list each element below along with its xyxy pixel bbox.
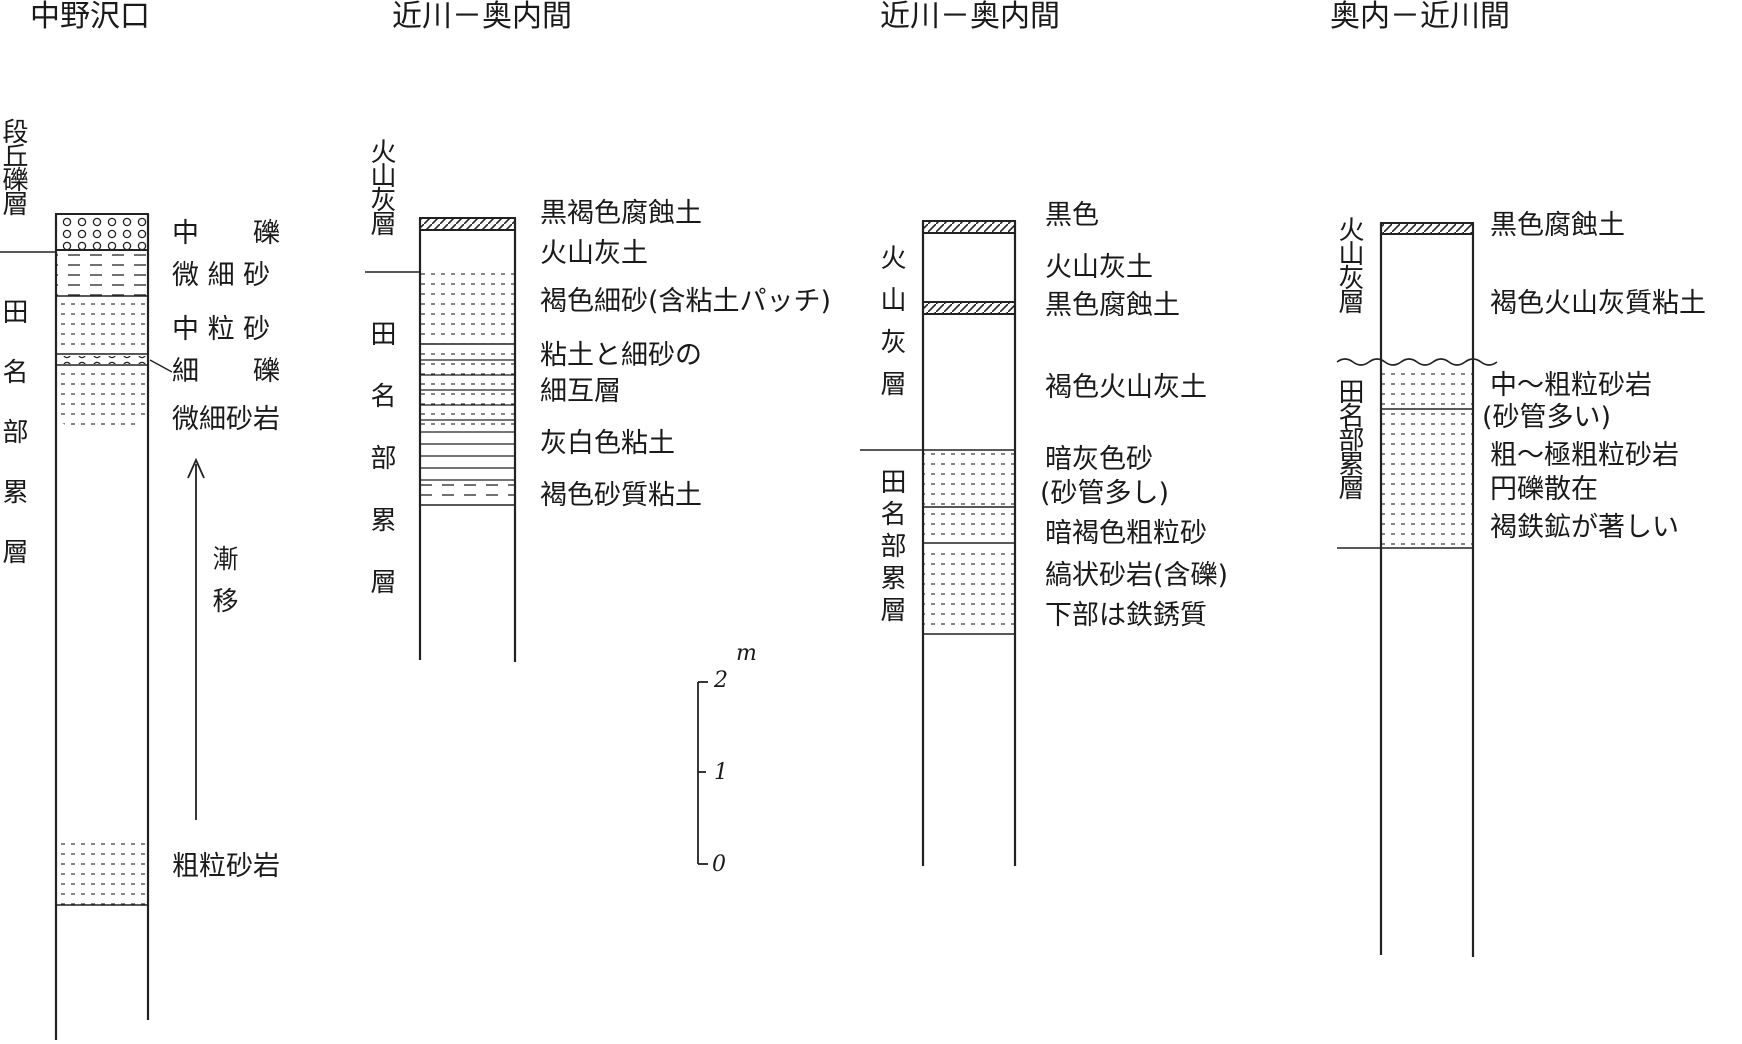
column-3-description: 暗灰色砂 bbox=[1045, 444, 1153, 475]
column-2-unit-upper: 火山灰層 bbox=[366, 138, 396, 234]
column-3-description: 縞状砂岩(含礫) bbox=[1045, 560, 1229, 591]
column-4-description: 中～粗粒砂岩 bbox=[1490, 370, 1652, 401]
column-3-unit-lower: 田名部累層 bbox=[876, 468, 906, 628]
column-2-description: 灰白色粘土 bbox=[540, 428, 675, 459]
column-4-unit-upper: 火山灰層 bbox=[1334, 216, 1364, 312]
scale-tick-label: 2 bbox=[714, 668, 728, 693]
column-1-title: 中野沢口 bbox=[30, 0, 150, 34]
column-1-description: 微 細 砂 bbox=[172, 260, 271, 291]
column-1-unit-upper: 段丘礫層 bbox=[0, 118, 28, 214]
scale-tick-label: 0 bbox=[712, 852, 726, 877]
column-4-section bbox=[1336, 222, 1498, 957]
column-2-description: 黒褐色腐蝕土 bbox=[540, 198, 702, 229]
column-3-unit-upper: 火山灰層 bbox=[876, 244, 906, 412]
column-2-unit-lower: 田名部累層 bbox=[366, 320, 396, 630]
column-2-description: 褐色砂質粘土 bbox=[540, 480, 702, 511]
column-4-title: 奥内－近川間 bbox=[1330, 0, 1510, 34]
column-4-description: 円礫散在 bbox=[1490, 474, 1598, 505]
column-3-section bbox=[860, 220, 1017, 866]
column-1-description: 細 礫 bbox=[172, 356, 280, 387]
gradual-transition-label: 漸移 bbox=[208, 545, 238, 629]
column-2-title: 近川－奥内間 bbox=[392, 0, 572, 34]
column-1-description: 粗粒砂岩 bbox=[172, 851, 280, 882]
column-4-description: 褐色火山灰質粘土 bbox=[1490, 288, 1706, 319]
column-3-description: 下部は鉄銹質 bbox=[1045, 600, 1207, 631]
column-2-description: 褐色細砂(含粘土パッチ) bbox=[540, 286, 832, 317]
column-4-description: (砂管多い) bbox=[1482, 402, 1612, 433]
column-3-description: 火山灰土 bbox=[1045, 252, 1153, 283]
column-1-description: 中 粒 砂 bbox=[172, 314, 271, 345]
scale-bar bbox=[697, 681, 708, 865]
column-1-section bbox=[0, 213, 205, 1040]
column-2-section bbox=[365, 217, 517, 662]
column-3-description: 黒色腐蝕土 bbox=[1045, 290, 1180, 321]
column-3-description: (砂管多し) bbox=[1040, 478, 1170, 509]
column-3-description: 暗褐色粗粒砂 bbox=[1045, 518, 1207, 549]
column-3-title: 近川－奥内間 bbox=[880, 0, 1060, 34]
column-4-description: 黒色腐蝕土 bbox=[1490, 210, 1625, 241]
column-4-description: 粗～極粗粒砂岩 bbox=[1490, 440, 1679, 471]
column-1-description: 微細砂岩 bbox=[172, 404, 280, 435]
column-3-description: 褐色火山灰土 bbox=[1045, 372, 1207, 403]
column-3-description: 黒色 bbox=[1045, 200, 1099, 231]
column-2-description: 細互層 bbox=[540, 376, 621, 407]
column-4-description: 褐鉄鉱が著しい bbox=[1490, 512, 1679, 543]
column-2-description: 粘土と細砂の bbox=[540, 340, 702, 371]
column-1-description: 中 礫 bbox=[172, 218, 280, 249]
column-2-description: 火山灰土 bbox=[540, 238, 648, 269]
column-4-unit-lower: 田名部累層 bbox=[1334, 378, 1364, 498]
scale-unit: m bbox=[736, 641, 757, 666]
column-1-unit-lower: 田名部累層 bbox=[0, 298, 28, 598]
scale-tick-label: 1 bbox=[714, 760, 728, 785]
